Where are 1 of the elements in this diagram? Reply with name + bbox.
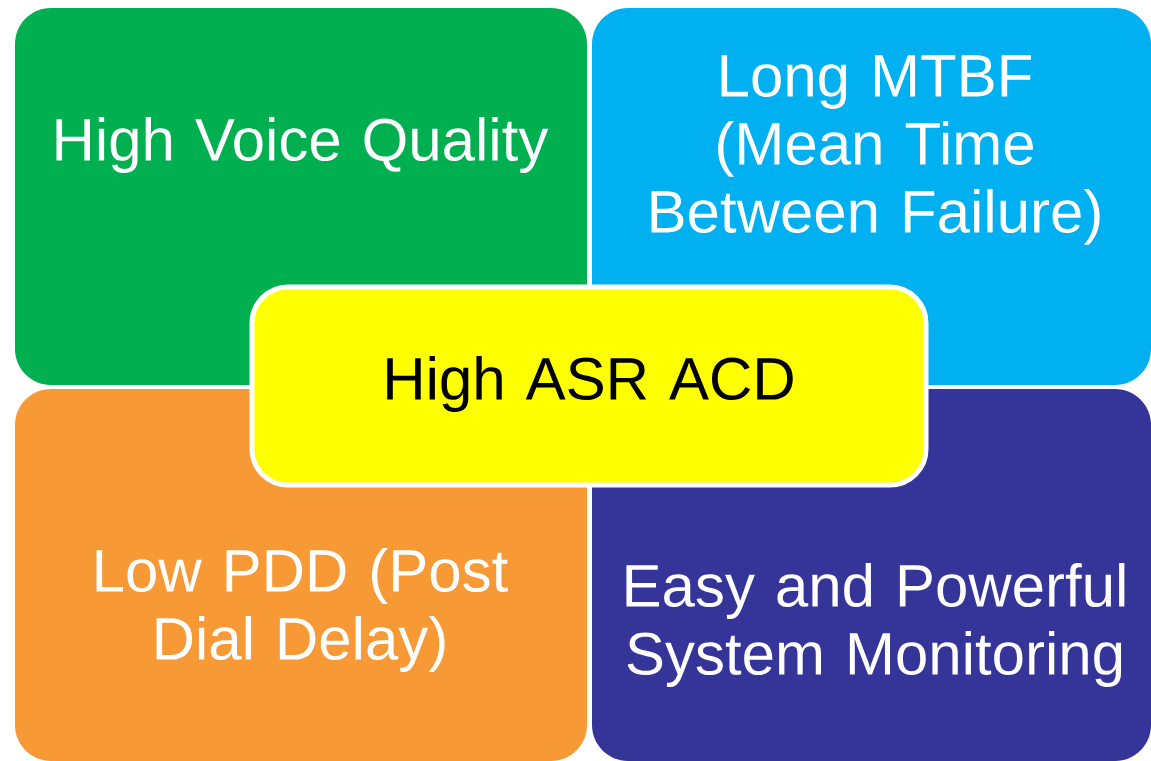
- center-box: High ASR ACD: [249, 284, 929, 488]
